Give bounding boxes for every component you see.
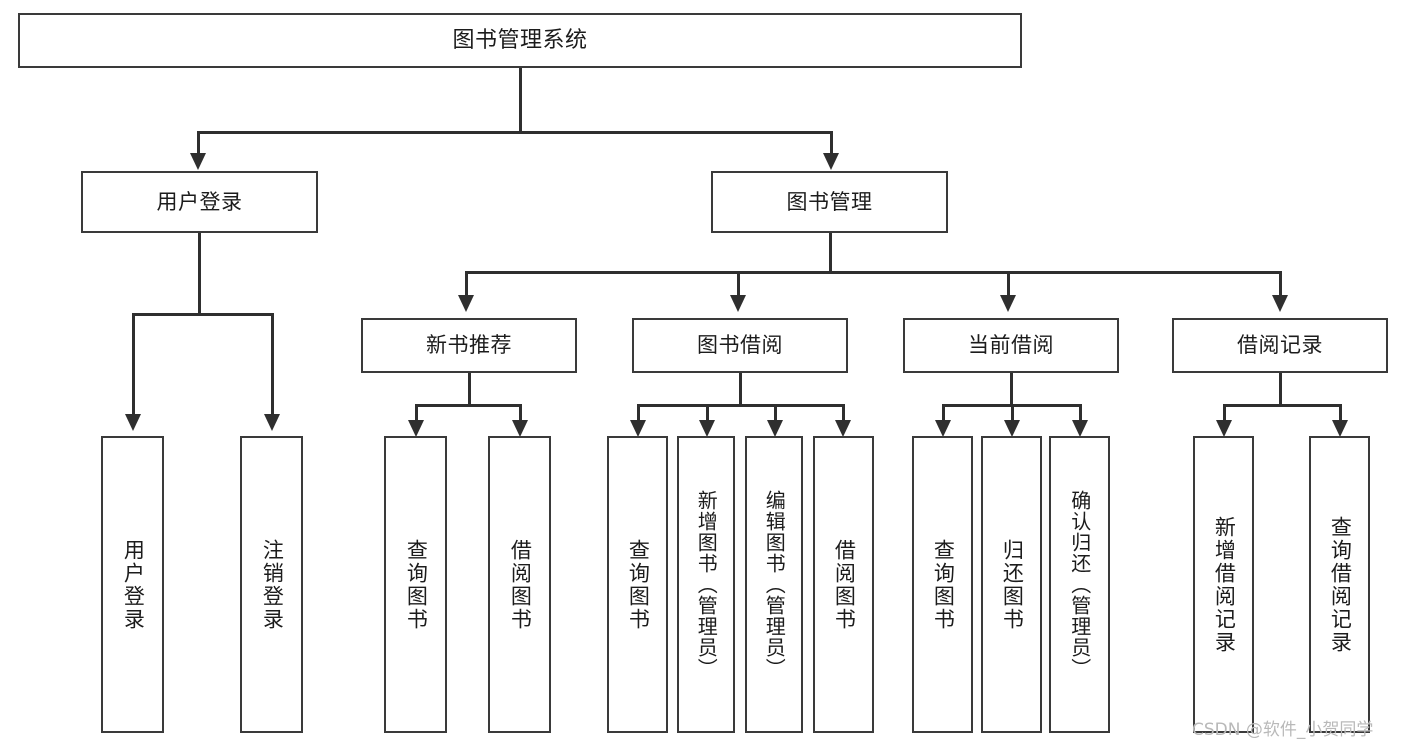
leaf-br-add-record[interactable]: 新增借阅记录	[1193, 436, 1254, 733]
connector-bm-drop-3	[1007, 271, 1010, 296]
node-label: 查询图书	[931, 538, 956, 631]
connector-root-bus	[198, 131, 832, 134]
arrow-bm-to-borrow-records	[1272, 295, 1288, 312]
node-label: 新增借阅记录	[1212, 515, 1237, 654]
arrow-root-to-user-login	[190, 153, 206, 170]
node-borrow-records[interactable]: 借阅记录	[1172, 318, 1388, 373]
connector-bb-drop-2	[706, 404, 709, 422]
connector-bm-drop-2	[737, 271, 740, 296]
connector-cb-drop-1	[942, 404, 945, 422]
arrow-bm-to-book-borrow	[730, 295, 746, 312]
node-user-login[interactable]: 用户登录	[81, 171, 318, 233]
node-label: 借阅记录	[1237, 333, 1323, 358]
connector-nbr-drop-1	[415, 404, 418, 422]
arrow-bb-leaf-4	[835, 420, 851, 437]
arrow-br-leaf-1	[1216, 420, 1232, 437]
arrow-cb-leaf-1	[935, 420, 951, 437]
connector-cb-drop-2	[1011, 404, 1014, 422]
node-label: 注销登录	[260, 538, 285, 631]
node-current-borrow[interactable]: 当前借阅	[903, 318, 1119, 373]
leaf-nbr-query-books[interactable]: 查询图书	[384, 436, 447, 733]
connector-bm-drop-4	[1279, 271, 1282, 296]
connector-user-login-drop-2	[271, 313, 274, 416]
connector-bb-stem	[739, 373, 742, 406]
connector-cb-drop-3	[1079, 404, 1082, 422]
arrow-root-to-book-management	[823, 153, 839, 170]
node-book-borrow[interactable]: 图书借阅	[632, 318, 848, 373]
arrow-user-login-leaf-1	[125, 414, 141, 431]
leaf-cb-query-books[interactable]: 查询图书	[912, 436, 973, 733]
connector-root-stem	[519, 68, 522, 132]
node-new-book-recommend[interactable]: 新书推荐	[361, 318, 577, 373]
node-book-management[interactable]: 图书管理	[711, 171, 948, 233]
node-label: 编辑图书（管理员）	[762, 490, 787, 679]
node-label: 借阅图书	[832, 538, 857, 631]
connector-nbr-stem	[468, 373, 471, 406]
node-label: 确认归还（管理员）	[1067, 490, 1092, 679]
connector-cb-stem	[1010, 373, 1013, 406]
node-label: 图书借阅	[697, 333, 783, 358]
node-label: 借阅图书	[508, 538, 533, 631]
arrow-cb-leaf-2	[1004, 420, 1020, 437]
connector-br-drop-2	[1339, 404, 1342, 422]
node-label: 查询借阅记录	[1328, 515, 1353, 654]
node-label: 查询图书	[626, 538, 651, 631]
node-label: 图书管理	[786, 189, 873, 214]
node-label: 图书管理系统	[452, 27, 588, 53]
node-label: 用户登录	[156, 189, 243, 214]
leaf-bb-edit-book-admin[interactable]: 编辑图书（管理员）	[745, 436, 803, 733]
arrow-bm-to-current-borrow	[1000, 295, 1016, 312]
leaf-bb-borrow-books[interactable]: 借阅图书	[813, 436, 874, 733]
leaf-cb-confirm-return-admin[interactable]: 确认归还（管理员）	[1049, 436, 1110, 733]
arrow-bb-leaf-3	[767, 420, 783, 437]
connector-nbr-bus	[416, 404, 521, 407]
leaf-br-query-record[interactable]: 查询借阅记录	[1309, 436, 1370, 733]
arrow-nbr-leaf-1	[408, 420, 424, 437]
connector-bb-drop-3	[774, 404, 777, 422]
connector-root-to-user-login	[197, 131, 200, 155]
arrow-user-login-leaf-2	[264, 414, 280, 431]
connector-bb-drop-1	[637, 404, 640, 422]
node-label: 查询图书	[404, 538, 429, 631]
connector-br-bus	[1224, 404, 1341, 407]
connector-root-to-book-management	[830, 131, 833, 155]
arrow-bm-to-new-book-recommend	[458, 295, 474, 312]
connector-bm-drop-1	[465, 271, 468, 296]
arrow-cb-leaf-3	[1072, 420, 1088, 437]
arrow-bb-leaf-2	[699, 420, 715, 437]
node-label: 新增图书（管理员）	[694, 490, 719, 679]
connector-bb-bus	[638, 404, 844, 407]
connector-user-login-stem	[198, 233, 201, 314]
connector-br-drop-1	[1223, 404, 1226, 422]
node-root-book-management-system[interactable]: 图书管理系统	[18, 13, 1022, 68]
leaf-cb-return-books[interactable]: 归还图书	[981, 436, 1042, 733]
connector-book-management-stem	[829, 233, 832, 273]
arrow-nbr-leaf-2	[512, 420, 528, 437]
arrow-bb-leaf-1	[630, 420, 646, 437]
node-label: 用户登录	[121, 538, 146, 631]
leaf-bb-add-book-admin[interactable]: 新增图书（管理员）	[677, 436, 735, 733]
connector-user-login-drop-1	[132, 313, 135, 416]
connector-book-management-bus	[466, 271, 1281, 274]
connector-user-login-bus	[133, 313, 274, 316]
leaf-bb-query-books[interactable]: 查询图书	[607, 436, 668, 733]
connector-nbr-drop-2	[519, 404, 522, 422]
node-label: 新书推荐	[426, 333, 512, 358]
leaf-user-login-login[interactable]: 用户登录	[101, 436, 164, 733]
connector-br-stem	[1279, 373, 1282, 406]
connector-bb-drop-4	[842, 404, 845, 422]
node-label: 归还图书	[1000, 538, 1025, 631]
arrow-br-leaf-2	[1332, 420, 1348, 437]
leaf-nbr-borrow-books[interactable]: 借阅图书	[488, 436, 551, 733]
leaf-user-login-logout[interactable]: 注销登录	[240, 436, 303, 733]
node-label: 当前借阅	[968, 333, 1054, 358]
